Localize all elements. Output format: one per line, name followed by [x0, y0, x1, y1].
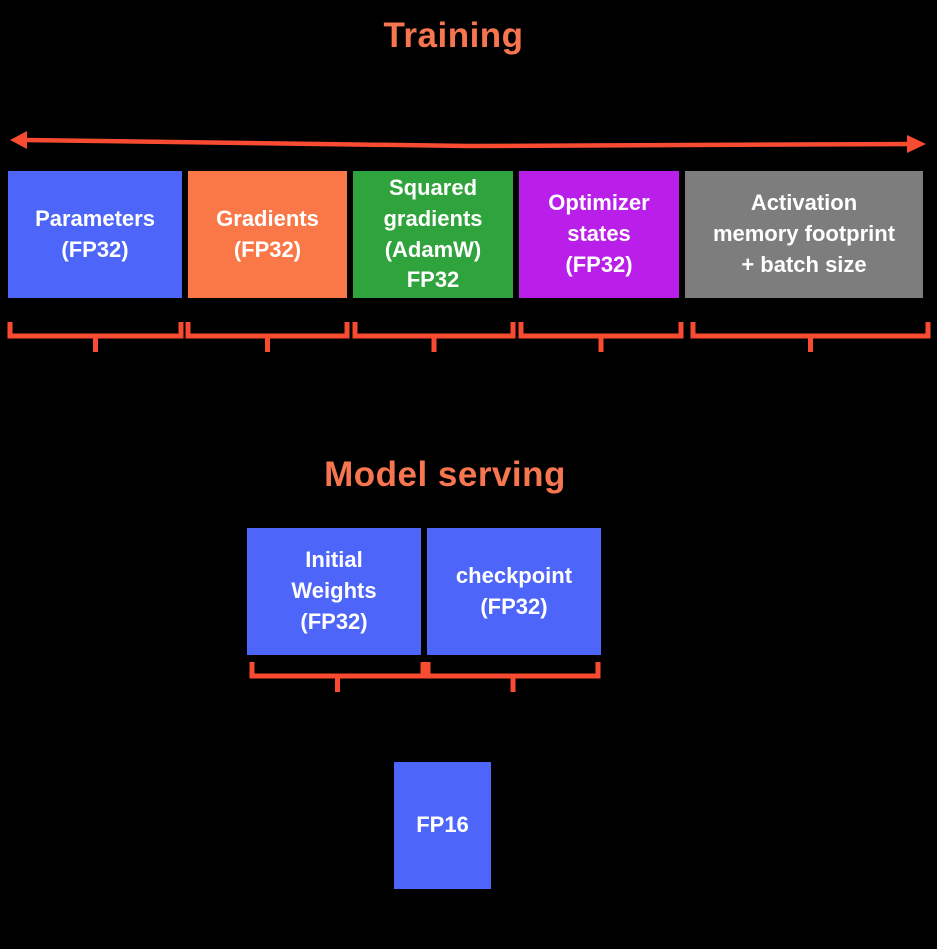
right-arrowhead-icon — [907, 135, 926, 153]
left-arrowhead-icon — [10, 131, 27, 149]
fp16-box: FP16 — [394, 762, 491, 889]
optimizer-states-box: Optimizer states (FP32) — [519, 171, 679, 298]
underbrace-optimizer-states — [518, 322, 684, 352]
optimizer-states-box-label: Optimizer states (FP32) — [548, 190, 650, 277]
parameters-box: Parameters (FP32) — [8, 171, 182, 298]
underbrace-parameters — [7, 322, 184, 352]
model-serving-section-title: Model serving — [324, 455, 566, 494]
parameters-box-label: Parameters (FP32) — [35, 205, 155, 262]
squared-gradients-box-label: Squared gradients (AdamW) FP32 — [383, 174, 483, 293]
training-section-title: Training — [383, 16, 524, 55]
gradients-box: Gradients (FP32) — [188, 171, 347, 298]
initial-weights-box: Initial Weights (FP32) — [247, 528, 421, 655]
activation-memory-box-label: Activation memory footprint + batch size — [712, 190, 896, 277]
gradients-box-label: Gradients (FP32) — [216, 205, 319, 262]
arrowheads — [10, 131, 926, 153]
underbrace-checkpoint — [425, 662, 601, 692]
initial-weights-box-label: Initial Weights (FP32) — [291, 547, 377, 634]
fp16-box-label: FP16 — [416, 812, 469, 838]
checkpoint-box-label: checkpoint (FP32) — [455, 562, 573, 619]
activation-memory-box: Activation memory footprint + batch size — [685, 171, 923, 298]
squared-gradients-box: Squared gradients (AdamW) FP32 — [353, 171, 513, 298]
checkpoint-box: checkpoint (FP32) — [427, 528, 601, 655]
underbrace-gradients — [185, 322, 350, 352]
training-span-arrow — [23, 137, 909, 149]
underbrace-activation-memory — [690, 322, 931, 352]
underbrace-initial-weights — [249, 662, 426, 692]
underbrace-squared-gradients — [352, 322, 516, 352]
